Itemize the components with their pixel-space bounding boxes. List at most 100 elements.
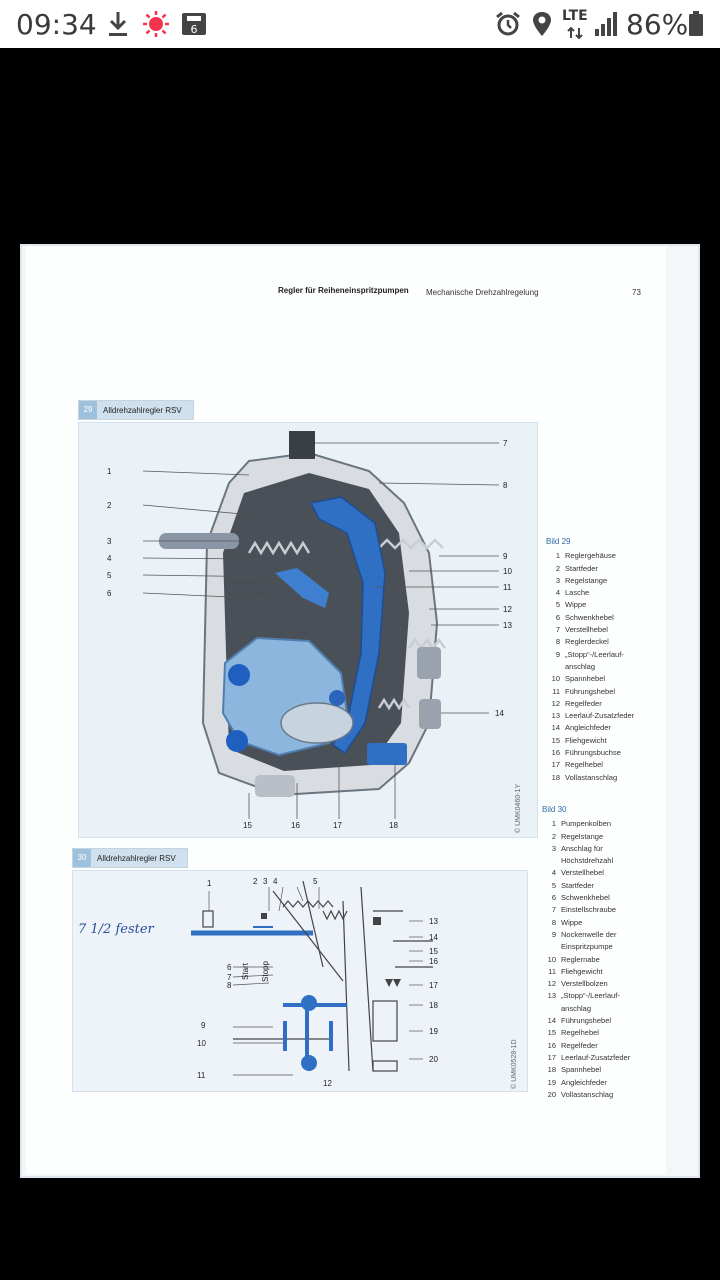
figure-29-label-7: 7 xyxy=(503,439,508,448)
battery-icon xyxy=(688,10,704,43)
figure-29-label-12: 12 xyxy=(503,605,512,614)
figure-29-label-14: 14 xyxy=(495,709,504,718)
list-item: Einspritzpumpe xyxy=(561,942,613,952)
figure-30-label-16: 16 xyxy=(429,957,438,966)
figure-29-label-16: 16 xyxy=(291,821,300,830)
governor-schematic-drawing xyxy=(191,880,433,1076)
figure-30-header: 30 Alldrehzahlregler RSV xyxy=(72,848,188,868)
figure-30-label-9: 9 xyxy=(201,1021,206,1030)
figure-29-header: 29 Alldrehzahlregler RSV xyxy=(78,400,194,420)
figure-30-label-5: 5 xyxy=(313,877,318,886)
signal-icon xyxy=(594,10,618,43)
figure-30-stopp-label: Stopp xyxy=(260,961,270,982)
list-item: 13„Stopp“-/Leerlauf- xyxy=(547,991,620,1001)
list-item: anschlag xyxy=(565,661,596,671)
figure-30-label-18: 18 xyxy=(429,1001,438,1010)
svg-text:6: 6 xyxy=(191,23,198,36)
handwritten-note: 7 1/2 fester xyxy=(78,922,154,937)
figure-29-label-2: 2 xyxy=(107,501,112,510)
legend-30-title: Bild 30 xyxy=(542,805,567,814)
figure-29-label-15: 15 xyxy=(243,821,252,830)
figure-30-badge: 30 xyxy=(73,849,91,867)
data-arrows-icon xyxy=(566,26,584,44)
network-type: LTE xyxy=(562,8,588,24)
figure-29-label-1: 1 xyxy=(107,467,112,476)
figure-29-title: Alldrehzahlregler RSV xyxy=(103,406,182,415)
download-icon xyxy=(106,10,130,43)
figure-29-label-17: 17 xyxy=(333,821,342,830)
location-icon xyxy=(530,10,554,43)
figure-29-label-9: 9 xyxy=(503,552,508,561)
figure-30-label-2: 2 xyxy=(253,877,258,886)
figure-30-label-1: 1 xyxy=(207,879,212,888)
list-item: 9„Stopp“-/Leerlauf- xyxy=(555,649,624,659)
figure-29-label-8: 8 xyxy=(503,481,508,490)
page-number: 73 xyxy=(632,288,641,297)
page-header-title: Regler für Reiheneinspritzpumpen xyxy=(278,286,409,295)
figure-30-credit: © UMK0528-1D xyxy=(511,1039,518,1089)
figure-30-label-7: 7 xyxy=(227,973,232,982)
legend-29-title: Bild 29 xyxy=(546,537,571,546)
book-page: Regler für Reiheneinspritzpumpen Mechani… xyxy=(26,246,666,1174)
figure-29-illustration: 1 2 3 4 5 6 7 8 9 10 11 12 13 14 15 16 1… xyxy=(78,422,538,838)
figure-29-label-11: 11 xyxy=(503,583,512,592)
figure-29-label-13: 13 xyxy=(503,621,512,630)
figure-30-label-4: 4 xyxy=(273,877,278,886)
sim-icon: 6 xyxy=(180,10,208,43)
figure-30-start-label: Start xyxy=(240,963,250,980)
figure-30-label-20: 20 xyxy=(429,1055,438,1064)
figure-30-label-17: 17 xyxy=(429,981,438,990)
figure-29-label-5: 5 xyxy=(107,571,112,580)
figure-29-credit: © UMK0460-1Y xyxy=(515,783,522,833)
figure-30-label-11: 11 xyxy=(197,1071,206,1080)
battery-percent: 86% xyxy=(626,8,689,41)
figure-30-schematic: 1 2 3 4 5 6 7 8 9 10 11 12 13 14 15 16 1… xyxy=(72,870,528,1092)
document-photo: Regler für Reiheneinspritzpumpen Mechani… xyxy=(20,244,700,1178)
figure-30-label-13: 13 xyxy=(429,917,438,926)
figure-30-label-15: 15 xyxy=(429,947,438,956)
figure-29-label-10: 10 xyxy=(503,567,512,576)
figure-30-label-8: 8 xyxy=(227,981,232,990)
figure-30-label-14: 14 xyxy=(429,933,438,942)
figure-30-label-12: 12 xyxy=(323,1079,332,1088)
figure-29-badge: 29 xyxy=(79,401,97,419)
figure-30-label-10: 10 xyxy=(197,1039,206,1048)
figure-30-title: Alldrehzahlregler RSV xyxy=(97,854,176,863)
image-viewer[interactable]: Regler für Reiheneinspritzpumpen Mechani… xyxy=(0,48,720,1280)
